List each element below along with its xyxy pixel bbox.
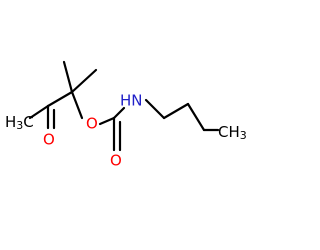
methyl-left-c: C bbox=[23, 113, 33, 131]
bond-carbonyl-quat bbox=[46, 90, 74, 108]
bond-c1-c2 bbox=[162, 102, 190, 120]
methyl-left-label: H3C bbox=[5, 113, 34, 133]
ketone-oxygen-label: O bbox=[43, 131, 55, 149]
methyl-left-sub: 3 bbox=[16, 119, 23, 132]
terminal-methyl-label: CH3 bbox=[218, 123, 247, 143]
terminal-sub: 3 bbox=[240, 129, 247, 142]
bond-quat-ester-o bbox=[70, 90, 84, 120]
bond-c2-c3 bbox=[186, 102, 206, 132]
bond-quat-methyl-1 bbox=[62, 60, 74, 94]
molecule-diagram: H3C O O O HN CH3 bbox=[5, 60, 247, 170]
bond-ester-o-carbamate bbox=[98, 116, 116, 126]
bond-carbamate-n bbox=[112, 106, 126, 120]
bond-quat-methyl-2 bbox=[70, 68, 98, 94]
terminal-ch: CH bbox=[218, 123, 240, 141]
bond-n-c1 bbox=[144, 98, 166, 120]
amine-label: HN bbox=[120, 92, 143, 110]
carbamate-oxygen-label: O bbox=[110, 152, 122, 170]
methyl-left-h: H bbox=[5, 113, 16, 131]
ester-oxygen-label: O bbox=[86, 115, 98, 133]
bond-ch3-carbonyl bbox=[28, 104, 50, 120]
